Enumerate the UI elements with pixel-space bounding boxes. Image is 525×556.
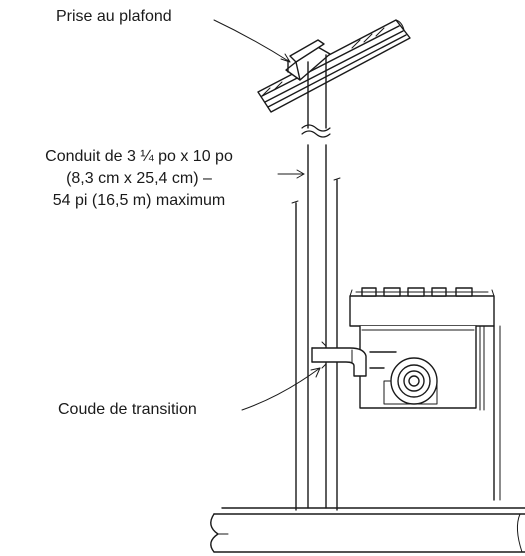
label-duct-spec: Conduit de 3 ¼ po x 10 po (8,3 cm x 25,4… (2, 146, 276, 212)
label-duct-line1: Conduit de 3 ¼ po x 10 po (45, 148, 233, 165)
duct-main (292, 145, 340, 510)
leader-elbow-arrow (311, 368, 320, 377)
label-duct-line3: 54 pi (16,5 m) maximum (52, 192, 226, 209)
label-duct-line2: (8,3 cm x 25,4 cm) – (66, 170, 212, 187)
floor-section (211, 508, 525, 552)
label-transition-elbow: Coude de transition (58, 401, 197, 418)
label-ceiling-cap: Prise au plafond (56, 8, 172, 25)
leader-ceiling-arrow (281, 54, 290, 62)
roof-section (258, 20, 410, 112)
leader-ceiling-cap (214, 20, 290, 62)
transition-elbow (312, 342, 396, 376)
duct-upper (302, 55, 330, 137)
leader-duct-arrow (297, 170, 304, 178)
leader-elbow (242, 368, 320, 410)
blower-wheel (384, 358, 437, 404)
